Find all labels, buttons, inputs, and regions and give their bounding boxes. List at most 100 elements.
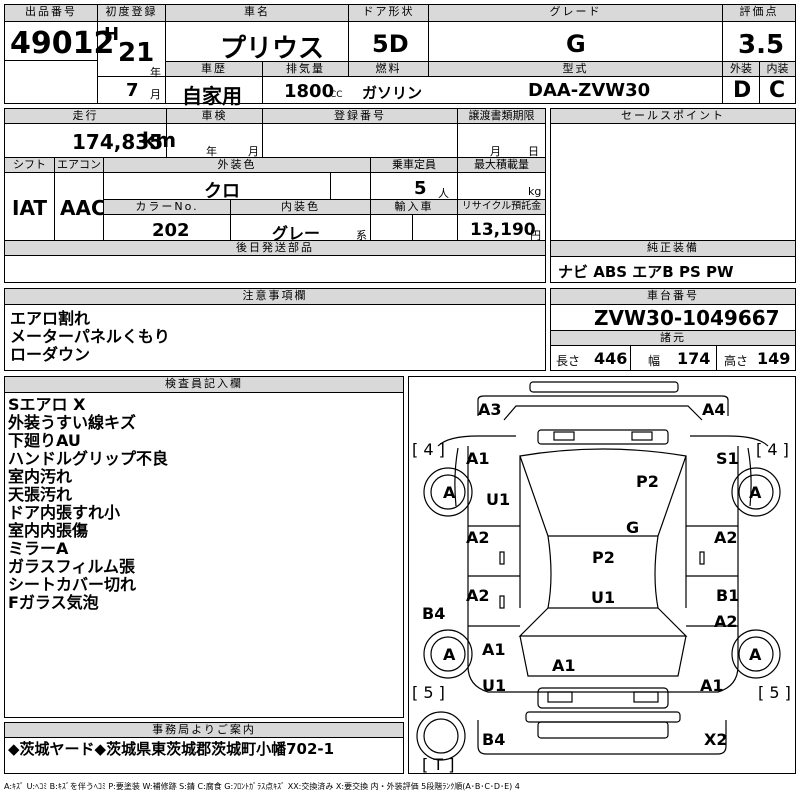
- score: 3.5: [738, 30, 785, 60]
- inspector-line-10: ガラスフィルム張: [8, 557, 136, 576]
- shift: IAT: [12, 196, 48, 220]
- mark-p2-top: P2: [636, 472, 659, 491]
- grade: G: [566, 30, 586, 58]
- transfer-day-unit: 日: [528, 145, 539, 158]
- first-reg-label: 初度登録: [97, 4, 166, 22]
- spec-label: 諸元: [550, 330, 796, 346]
- mark-a2-left: A2: [466, 528, 490, 547]
- mileage-unit: km: [142, 128, 177, 152]
- height: 149: [757, 349, 791, 368]
- inspector-label: 検査員記入欄: [4, 376, 404, 393]
- mark-wheel-rr: A: [749, 645, 762, 664]
- mark-wheel-rl: A: [443, 645, 456, 664]
- import-label: 輸入車: [370, 199, 458, 215]
- mark-p2-mid: P2: [592, 548, 615, 567]
- inspection-month-unit: 月: [248, 145, 259, 158]
- history-label: 車歴: [165, 61, 263, 77]
- width: 174: [677, 349, 711, 368]
- first-reg-month: 7: [126, 80, 139, 101]
- equipment-label: 純正装備: [550, 240, 796, 257]
- car-name: プリウス: [220, 34, 325, 64]
- max-load-unit: kg: [528, 185, 542, 198]
- aircon-label: エアコン: [54, 157, 104, 173]
- mark-a1-left-2: A1: [482, 640, 506, 659]
- lot-label: 出品番号: [4, 4, 98, 22]
- inspector-line-1: Sエアロ X: [8, 395, 86, 414]
- fuel-label: 燃料: [348, 61, 429, 77]
- inspector-line-12: Fガラス気泡: [8, 593, 99, 612]
- mark-right-4: [ 4 ]: [756, 440, 789, 459]
- era: H: [104, 24, 120, 45]
- mark-wheel-fl: A: [443, 483, 456, 502]
- mark-b1: B1: [716, 586, 740, 605]
- mark-u1-bottom-left: U1: [482, 676, 507, 695]
- office-text: ◆茨城ヤード◆茨城県東茨城郡茨城町小幡702-1: [8, 740, 335, 758]
- shift-label: シフト: [4, 157, 55, 173]
- mark-left-4: [ 4 ]: [412, 440, 445, 459]
- first-reg-year: 21: [118, 38, 155, 68]
- mark-a1-top-left: A1: [466, 449, 490, 468]
- mark-s1: S1: [716, 449, 739, 468]
- mark-a2-right-2: A2: [714, 612, 738, 631]
- inspector-line-4: ハンドルグリップ不良: [8, 449, 169, 468]
- mark-left-5: [ 5 ]: [412, 683, 445, 702]
- reg-no-label: 登録番号: [262, 108, 458, 124]
- model: DAA-ZVW30: [528, 80, 651, 101]
- car-diagram-block: [408, 376, 796, 774]
- interior-grade: C: [769, 78, 786, 103]
- inspector-line-2: 外装うすい線キズ: [8, 413, 137, 432]
- mark-a1-bottom-right: A1: [700, 676, 724, 695]
- inspector-line-8: 室内内張傷: [8, 521, 89, 540]
- int-color-label: 内装色: [230, 199, 371, 215]
- transfer-label: 譲渡書類期限: [457, 108, 546, 124]
- year-unit: 年: [150, 66, 161, 79]
- chassis-label: 車台番号: [550, 288, 796, 305]
- caution-line-1: エアロ割れ: [10, 309, 91, 328]
- mark-right-5: [ 5 ]: [758, 683, 791, 702]
- exterior-label: 外装: [722, 61, 760, 77]
- transfer-month-unit: 月: [490, 145, 501, 158]
- legend: A:ｷｽﾞ U:ﾍｺﾐ B:ｷｽﾞを伴うﾍｺﾐ P:要塗装 W:補修跡 S:錆 …: [4, 782, 520, 791]
- office-label: 事務局よりご案内: [4, 722, 404, 738]
- max-load-label: 最大積載量: [457, 157, 546, 173]
- mileage: 174,835: [72, 130, 164, 154]
- later-parts-label: 後日発送部品: [4, 240, 546, 256]
- car-name-label: 車名: [165, 4, 349, 22]
- capacity-label: 乗車定員: [370, 157, 458, 173]
- displacement-label: 排気量: [262, 61, 349, 77]
- int-color-suffix: 系: [356, 229, 367, 242]
- mark-b4-bottom: B4: [482, 730, 506, 749]
- color-no: 202: [152, 220, 190, 241]
- length-label: 長さ: [556, 354, 581, 368]
- caution-line-3: ローダウン: [10, 345, 91, 364]
- score-label: 評価点: [722, 4, 796, 22]
- car-diagram: [416, 381, 781, 761]
- fuel: ガソリン: [362, 84, 423, 102]
- ext-color: クロ: [204, 181, 240, 202]
- displacement-unit: CC: [330, 90, 343, 100]
- inspector-line-11: シートカバー切れ: [8, 575, 137, 594]
- inspector-line-7: ドア内張すれ小: [8, 503, 121, 522]
- caution-line-2: メーターパネルくもり: [10, 327, 170, 346]
- recycle-label: リサイクル預託金: [457, 199, 546, 215]
- aircon: AAC: [60, 196, 106, 220]
- caution-label: 注意事項欄: [4, 288, 546, 305]
- inspector-line-9: ミラーA: [8, 539, 69, 558]
- height-label: 高さ: [724, 354, 749, 368]
- lot-number: 49012: [10, 26, 115, 61]
- color-no-label: カラーNo.: [103, 199, 231, 215]
- mark-b4-left: B4: [422, 604, 446, 623]
- grade-label: グレード: [428, 4, 723, 22]
- mark-a2-left-2: A2: [466, 586, 490, 605]
- inspection-label: 車検: [166, 108, 263, 124]
- ext-color-label: 外装色: [103, 157, 371, 173]
- inspector-line-6: 天張汚れ: [8, 485, 73, 504]
- capacity-unit: 人: [438, 187, 449, 200]
- mark-spare-t: [ T ]: [422, 755, 455, 774]
- capacity: 5: [414, 178, 427, 199]
- exterior-grade: D: [733, 78, 752, 103]
- interior-label: 内装: [759, 61, 796, 77]
- mark-u1-mid: U1: [591, 588, 616, 607]
- door-label: ドア形状: [348, 4, 429, 22]
- model-label: 型式: [428, 61, 723, 77]
